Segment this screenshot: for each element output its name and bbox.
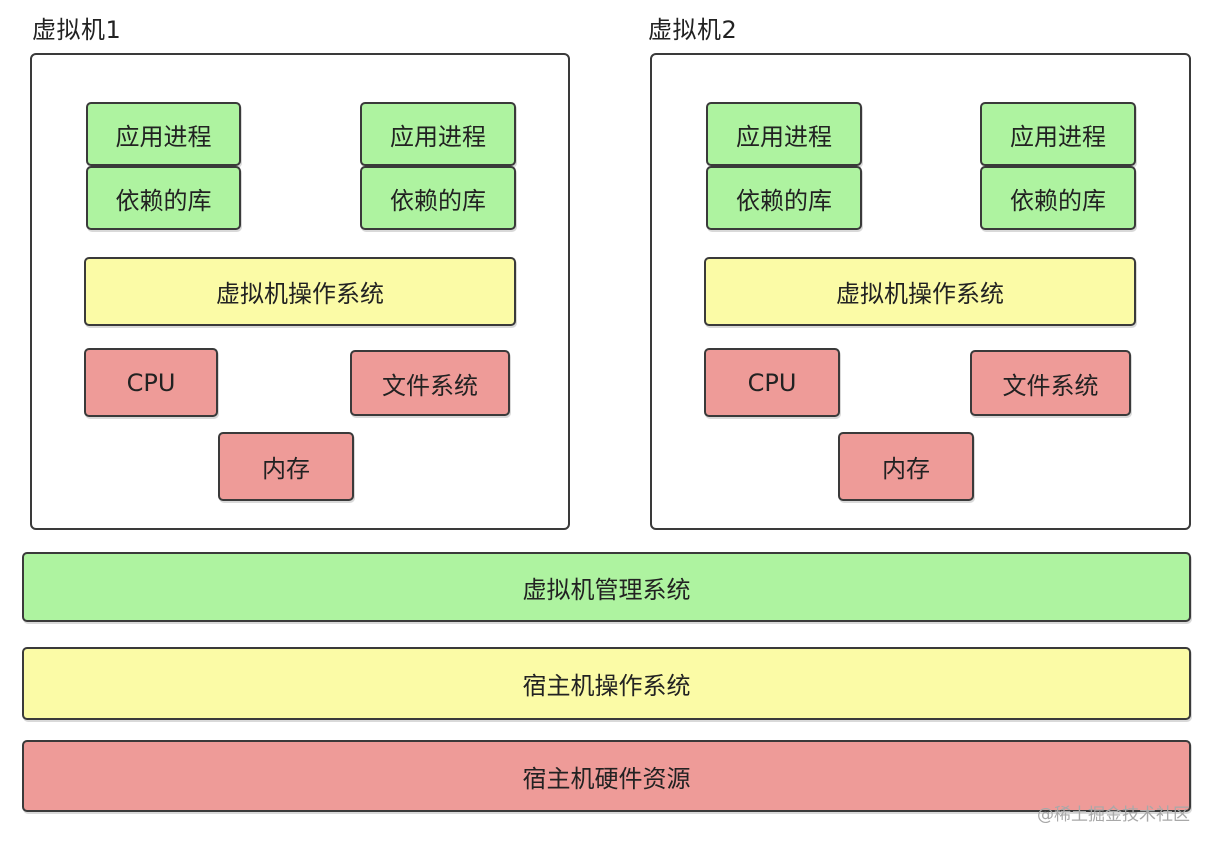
vm2-memory: 内存 [838,432,974,501]
vm2-title: 虚拟机2 [648,16,738,44]
hypervisor-layer: 虚拟机管理系统 [22,552,1191,622]
host-os-layer: 宿主机操作系统 [22,647,1191,720]
vm2-guest-os: 虚拟机操作系统 [704,257,1136,326]
vm1-title: 虚拟机1 [32,16,122,44]
vm1-cpu: CPU [84,348,218,417]
vm1-app-process-1: 应用进程 [86,102,241,166]
vm1-guest-os: 虚拟机操作系统 [84,257,516,326]
vm2-cpu: CPU [704,348,840,417]
host-hardware-layer: 宿主机硬件资源 [22,740,1191,812]
vm2-filesystem: 文件系统 [970,350,1131,416]
vm1-dependency-lib-2: 依赖的库 [360,166,516,230]
vm2-app-process-2: 应用进程 [980,102,1136,166]
vm1-dependency-lib-1: 依赖的库 [86,166,241,230]
watermark: @稀土掘金技术社区 [1037,805,1190,825]
vm2-dependency-lib-1: 依赖的库 [706,166,862,230]
vm1-app-process-2: 应用进程 [360,102,516,166]
vm1-memory: 内存 [218,432,354,501]
vm2-dependency-lib-2: 依赖的库 [980,166,1136,230]
vm1-filesystem: 文件系统 [350,350,510,416]
vm2-app-process-1: 应用进程 [706,102,862,166]
